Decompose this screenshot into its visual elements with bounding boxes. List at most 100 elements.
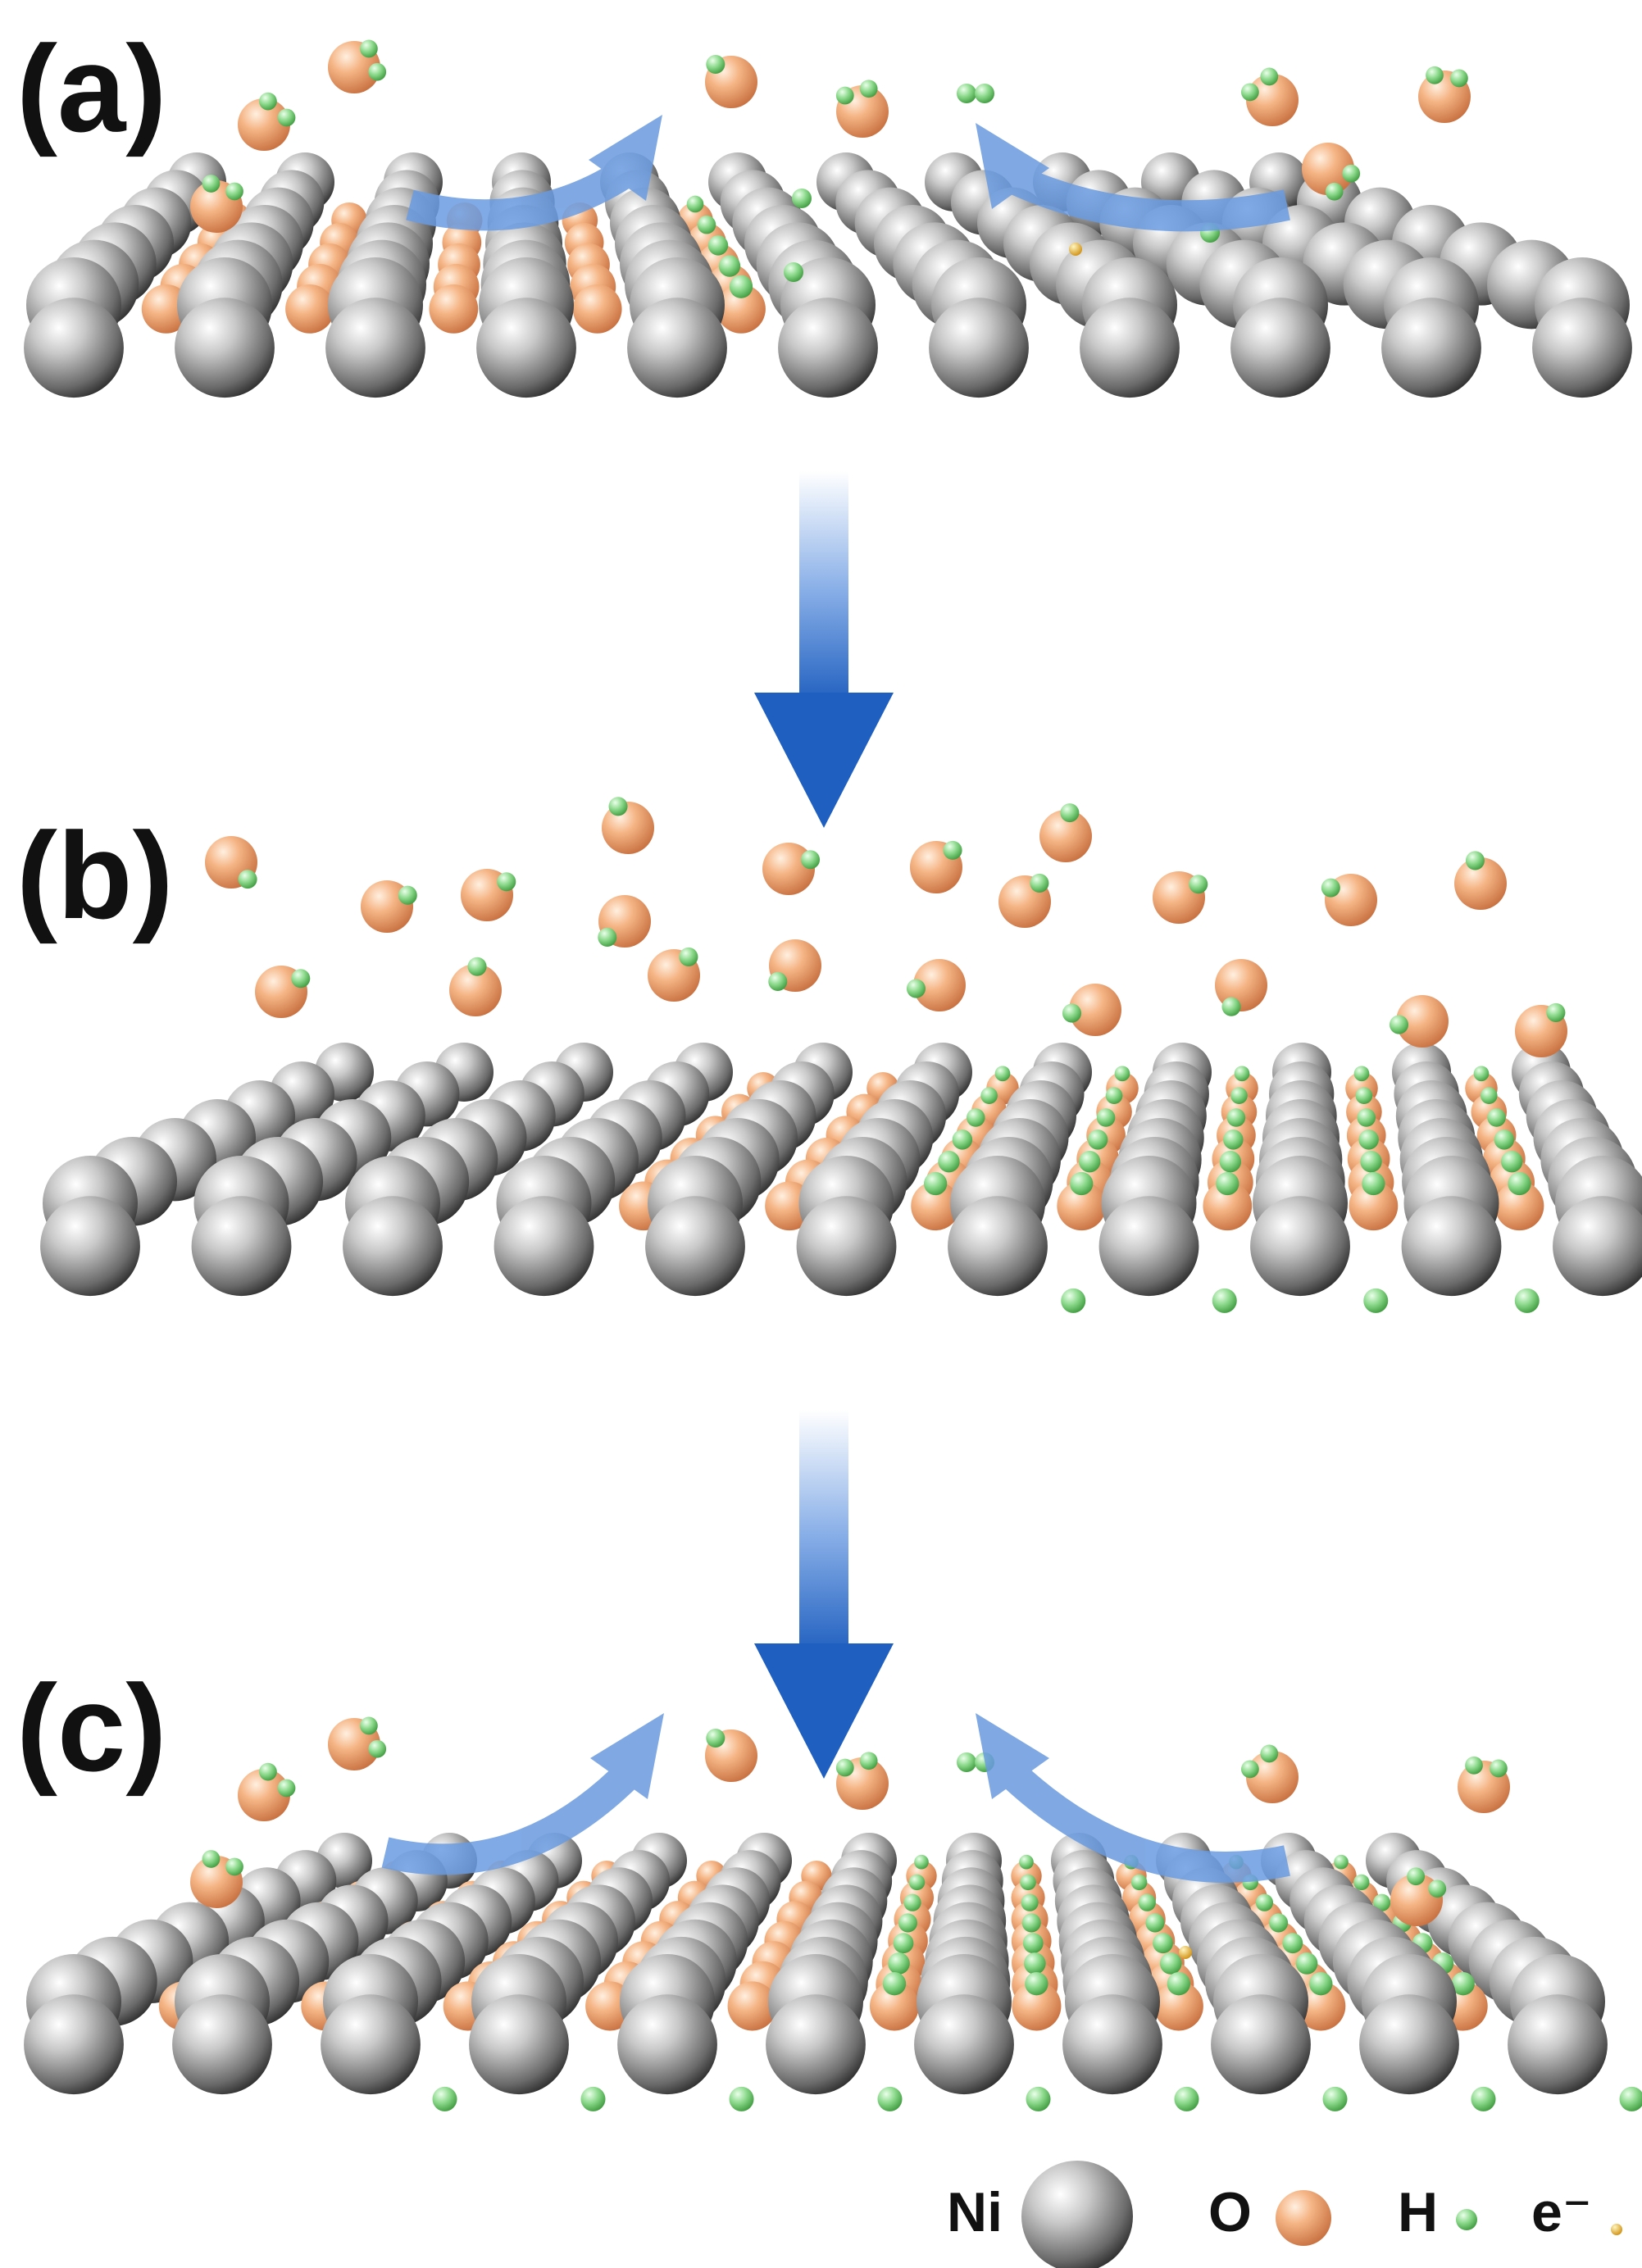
- surface-hydrogen-atom: [1026, 2086, 1051, 2111]
- surface-hydrogen-atom: [1471, 2086, 1496, 2111]
- surface-hydrogen-atom: [1212, 1288, 1237, 1313]
- surface-hydrogen-atom: [697, 215, 716, 234]
- hydrogen-atom: [792, 189, 812, 208]
- legend-electron-label: e⁻: [1531, 2181, 1592, 2243]
- surface-hydrogen-atom: [1230, 1087, 1248, 1104]
- surface-hydrogen-atom: [877, 2086, 903, 2111]
- surface-hydrogen-atom: [923, 1171, 948, 1196]
- nickel-atom: [1211, 1994, 1311, 2095]
- hydrogen-atom: [1189, 875, 1208, 894]
- surface-hydrogen-atom: [1334, 1854, 1349, 1870]
- nickel-atom: [1230, 298, 1330, 398]
- nickel-atom: [24, 298, 124, 398]
- legend-ni-label: Ni: [947, 2181, 1003, 2243]
- water-molecule: [1390, 1867, 1447, 1926]
- hydroxide-ion: [1062, 984, 1121, 1036]
- hydrogen-atom: [784, 262, 803, 282]
- surface-oxygen-atom: [1296, 1981, 1346, 2031]
- nickel-atom: [1532, 298, 1632, 398]
- nickel-atom: [321, 1994, 421, 2095]
- surface-hydrogen-atom: [1473, 1066, 1490, 1082]
- nickel-atom: [476, 298, 576, 398]
- legend-h-label: H: [1398, 2181, 1438, 2243]
- water-molecule: [1418, 66, 1471, 123]
- hydrogen-atom: [975, 84, 994, 103]
- surface-hydrogen-atom: [707, 235, 729, 256]
- hydroxide-ion: [648, 947, 700, 1002]
- surface-oxygen-atom: [572, 284, 622, 334]
- hydrogen-atom: [706, 55, 725, 75]
- surface-hydrogen-atom: [1234, 1066, 1250, 1082]
- transition-arrow-b-to-c: [754, 1410, 894, 1779]
- hydrogen-atom: [1450, 69, 1468, 88]
- surface-hydrogen-atom: [1353, 1066, 1370, 1082]
- surface-oxygen-atom: [1012, 1981, 1062, 2031]
- surface-hydrogen-atom: [1269, 1913, 1289, 1933]
- hydrogen-atom: [1062, 1003, 1082, 1023]
- nickel-atom: [469, 1994, 569, 2095]
- oxygen-atom: [1039, 810, 1092, 862]
- panel-b-surface: [40, 1043, 1642, 1313]
- surface-hydrogen-atom: [1487, 1108, 1506, 1127]
- oxygen-atom: [1454, 857, 1507, 910]
- surface-oxygen-atom: [1494, 1181, 1544, 1231]
- nickel-atom: [494, 1196, 594, 1297]
- legend-h-sphere: [1456, 2209, 1477, 2230]
- surface-hydrogen-atom: [1363, 1288, 1389, 1313]
- water-molecule: [238, 92, 296, 151]
- nickel-atom: [1080, 298, 1180, 398]
- surface-hydrogen-atom: [903, 1893, 921, 1911]
- hydrogen-atom: [1221, 997, 1241, 1016]
- surface-hydrogen-atom: [898, 1913, 918, 1933]
- surface-hydrogen-atom: [1619, 2086, 1642, 2111]
- surface-hydrogen-atom: [1372, 1893, 1391, 1911]
- legend-o-sphere: [1276, 2190, 1331, 2246]
- oxygen-atom: [1396, 995, 1449, 1048]
- surface-oxygen-atom: [1153, 1981, 1203, 2031]
- water-molecule: [1240, 1744, 1299, 1803]
- hydrogen-atom: [368, 62, 387, 81]
- hydrogen-atom: [768, 971, 788, 991]
- panel-label: (a): [16, 20, 166, 157]
- oxygen-atom: [1302, 143, 1354, 195]
- hydroxide-ion: [1454, 851, 1507, 910]
- surface-hydrogen-atom: [1357, 1108, 1376, 1127]
- hydroxide-ion: [361, 880, 417, 933]
- transition-arrow-a-to-b: [754, 471, 894, 828]
- oxygen-atom: [449, 964, 502, 1016]
- hydroxide-ion: [768, 939, 821, 992]
- hydrogen-atom: [497, 872, 516, 892]
- hydroxide-ion: [461, 869, 516, 921]
- surface-hydrogen-atom: [729, 2086, 754, 2111]
- legend-ni-sphere: [1021, 2161, 1133, 2268]
- hydrogen-atom: [1407, 1867, 1426, 1886]
- hydroxide-ion: [998, 873, 1051, 928]
- surface-hydrogen-atom: [1019, 1854, 1034, 1870]
- surface-hydrogen-atom: [1355, 1087, 1373, 1104]
- hydroxide-ion: [602, 797, 654, 854]
- surface-hydrogen-atom: [1021, 1913, 1041, 1933]
- oxygen-atom: [238, 98, 290, 151]
- hydroxide-ion: [205, 836, 257, 889]
- hydrogen-atom: [1389, 1015, 1409, 1034]
- hydrogen-atom: [801, 850, 821, 870]
- hydrogen-atom: [1465, 851, 1485, 870]
- surface-hydrogen-atom: [729, 275, 753, 298]
- surface-hydrogen-atom: [966, 1108, 985, 1127]
- hydrogen-atom: [859, 1752, 878, 1770]
- nickel-atom: [766, 1994, 866, 2095]
- surface-hydrogen-atom: [1480, 1087, 1498, 1104]
- nickel-atom: [1098, 1196, 1199, 1297]
- nickel-atom: [1062, 1994, 1162, 2095]
- surface-hydrogen-atom: [882, 1971, 907, 1996]
- surface-oxygen-atom: [911, 1181, 961, 1231]
- hydrogen-atom: [368, 1739, 387, 1758]
- hydrogen-atom: [225, 182, 243, 201]
- hydrogen-atom: [1321, 878, 1340, 898]
- hydrogen-atom: [259, 92, 277, 111]
- hydrogen-atom: [859, 80, 878, 98]
- surface-oxygen-atom: [285, 284, 334, 334]
- surface-hydrogen-atom: [994, 1066, 1011, 1082]
- nickel-atom: [796, 1196, 897, 1297]
- nickel-atom: [948, 1196, 1048, 1297]
